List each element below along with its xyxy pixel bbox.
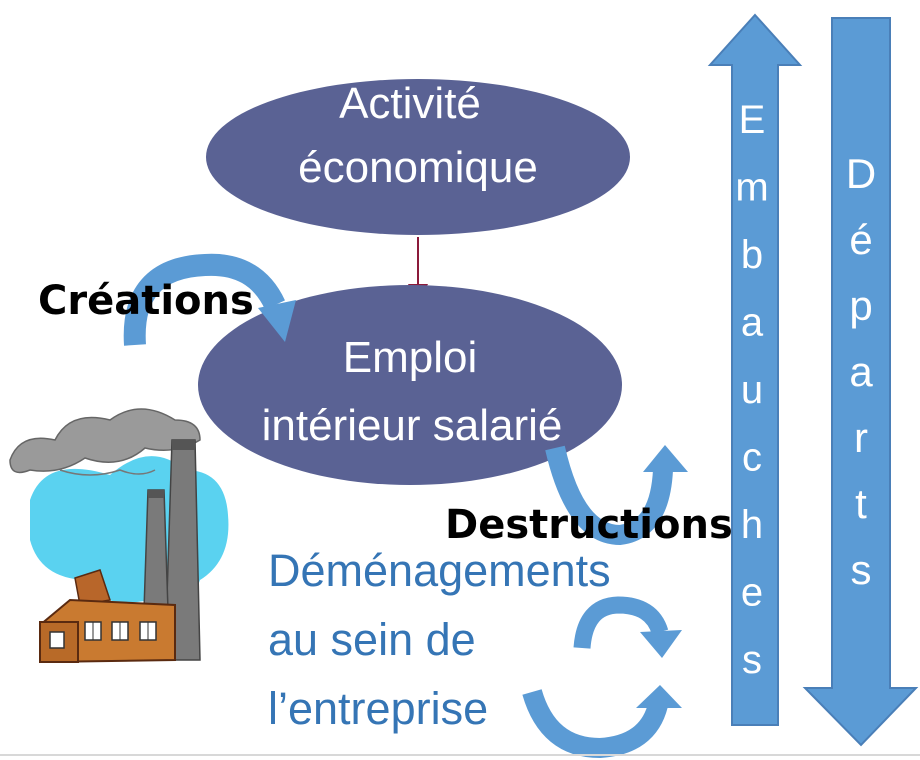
demenagements-line-2: au sein de	[268, 614, 476, 665]
departs-letter-0: D	[846, 150, 876, 197]
activite-line-2: économique	[298, 143, 538, 192]
departs-letter-3: a	[849, 348, 873, 395]
departs-letter-4: r	[854, 414, 868, 461]
embauches-letter-7: e	[741, 571, 763, 615]
activite-economique-node: Activité économique	[206, 79, 630, 235]
departs-letter-5: t	[855, 480, 867, 527]
destructions-label: Destructions	[445, 502, 733, 548]
embauches-letter-1: m	[735, 166, 768, 210]
demenagements-line-1: Déménagements	[268, 545, 611, 596]
creations-label: Créations	[38, 278, 254, 324]
emploi-node: Emploi intérieur salarié	[198, 285, 622, 485]
departs-letter-2: p	[849, 282, 872, 329]
creations-curved-arrow	[123, 253, 296, 346]
cycle-arrow-top	[573, 596, 682, 658]
embauches-arrow	[707, 13, 803, 726]
destructions-curved-arrow	[545, 445, 688, 546]
embauches-letter-5: c	[742, 436, 762, 480]
embauches-letter-0: E	[739, 98, 766, 142]
emploi-line-2: intérieur salarié	[262, 401, 563, 450]
embauches-letter-6: h	[741, 503, 763, 547]
embauches-letter-2: b	[741, 233, 763, 277]
embauches-letter-4: u	[741, 368, 763, 412]
cycle-arrow-bottom	[522, 685, 682, 759]
activite-line-1: Activité	[339, 79, 481, 128]
demenagements-line-3: l’entreprise	[268, 683, 488, 734]
departs-letter-1: é	[849, 216, 872, 263]
departs-arrow	[802, 17, 919, 747]
departs-letter-6: s	[851, 546, 872, 593]
emploi-line-1: Emploi	[343, 333, 478, 382]
embauches-letter-3: a	[741, 301, 764, 345]
embauches-letter-8: s	[742, 638, 762, 682]
factory-icon	[9, 408, 229, 664]
